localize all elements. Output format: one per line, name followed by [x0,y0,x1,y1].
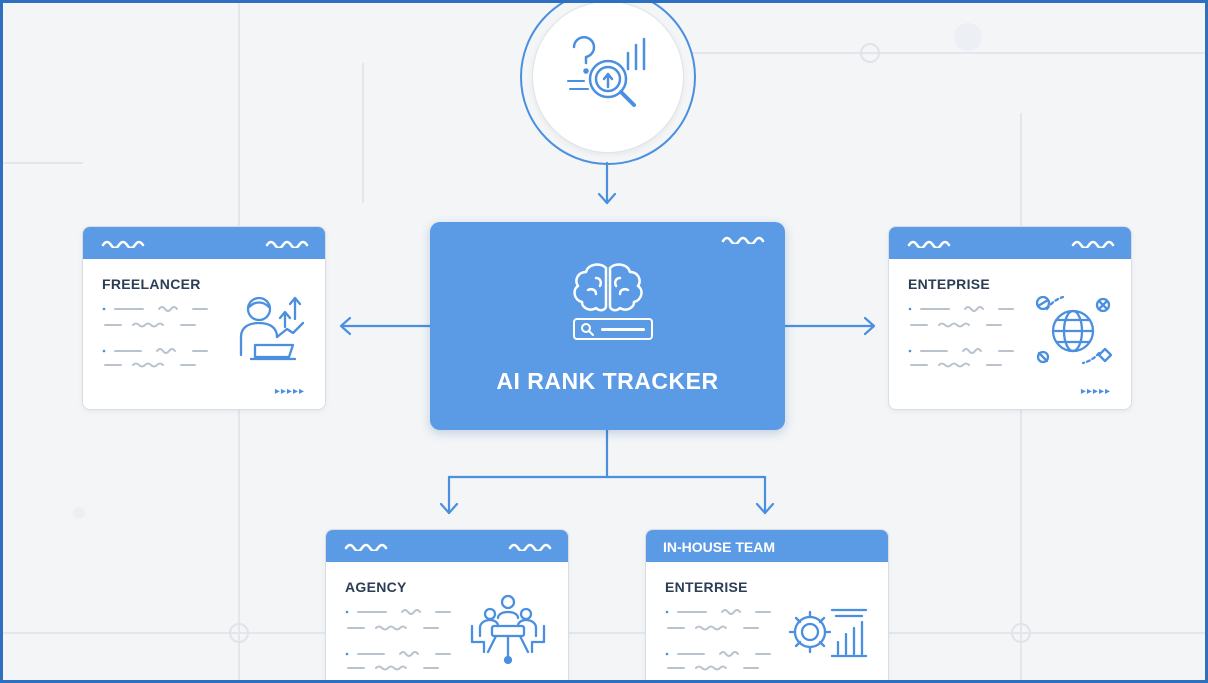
brain-search-icon [573,263,643,312]
globe-network-icon [1035,295,1113,365]
hub-title: AI RANK TRACKER [496,368,719,394]
card-title: ENTERRISE [665,579,748,595]
card-header [83,227,325,259]
team-meeting-icon [470,594,546,665]
card-header: IN-HOUSE TEAM [646,530,888,562]
background-lines [3,3,1205,680]
wave-decoration-icon [907,240,951,248]
wave-decoration-icon [1071,240,1115,248]
card-freelancer: FREELANCER ▸▸▸▸▸ [82,226,326,410]
wave-decoration-icon [508,543,552,551]
placeholder-text-lines [665,609,771,671]
placeholder-text-lines [102,306,208,368]
chevron-arrows-icon: ▸▸▸▸▸ [1080,386,1111,397]
card-enterprise: ENTEPRISE [888,226,1132,410]
wave-decoration-icon [344,543,388,551]
placeholder-text-lines [345,609,451,671]
question-search-chart-icon [567,35,646,107]
wave-decoration-icon [265,240,309,248]
gear-chart-icon [788,608,868,658]
top-search-node [520,3,696,165]
card-inhouse-team: IN-HOUSE TEAM ENTERRISE [645,529,889,680]
card-title: AGENCY [345,579,407,595]
card-title: FREELANCER [102,276,201,292]
card-header [326,530,568,562]
placeholder-text-lines [908,306,1014,368]
hub-ai-rank-tracker: AI RANK TRACKER [430,222,785,430]
wave-decoration-icon [101,240,145,248]
person-laptop-growth-icon [239,296,305,361]
card-title: ENTEPRISE [908,276,991,292]
top-node-disc [532,3,684,153]
chevron-arrows-icon: ▸▸▸▸▸ [274,386,305,397]
card-agency: AGENCY [325,529,569,680]
wave-decoration-icon [721,236,765,244]
hub-search-bar [573,318,653,340]
card-header-label: IN-HOUSE TEAM [663,539,775,555]
search-icon [581,323,594,336]
top-node-ring [520,3,696,165]
card-header [889,227,1131,259]
